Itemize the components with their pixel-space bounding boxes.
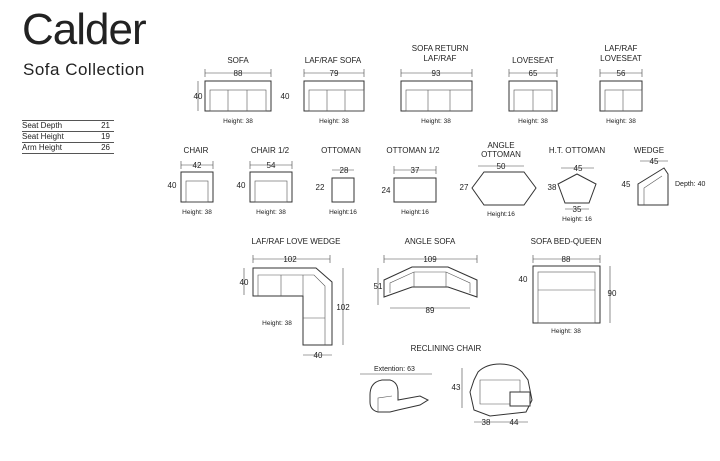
love-wedge-label: LAF/RAF LOVE WEDGE xyxy=(252,237,341,246)
wedge-label: WEDGE xyxy=(634,146,664,155)
ht-ottoman-depth: 38 xyxy=(548,183,557,192)
chair-width: 42 xyxy=(193,161,202,170)
chair-half-diagram: CHAIR 1/2 54 40 Height: 38 xyxy=(237,146,293,216)
angle-sofa-inner: 89 xyxy=(426,306,435,315)
loveseat-label: LOVESEAT xyxy=(512,56,554,65)
chair-half-depth: 40 xyxy=(237,181,246,190)
love-wedge-height: Height: 38 xyxy=(262,320,292,327)
recliner-height: 43 xyxy=(452,383,461,392)
recliner-extension: Extention: 63 xyxy=(374,366,415,373)
spec-row-seat-depth: Seat Depth 21 xyxy=(22,120,114,132)
ottoman-half-width: 37 xyxy=(411,166,420,175)
angle-ottoman-label2: OTTOMAN xyxy=(481,150,521,159)
angle-sofa-depth: 51 xyxy=(374,282,383,291)
laf-loveseat-width: 56 xyxy=(617,69,626,78)
chair-depth: 40 xyxy=(168,181,177,190)
angle-sofa-label: ANGLE SOFA xyxy=(405,237,456,246)
sofa-label: SOFA xyxy=(227,56,249,65)
laf-sofa-depth: 40 xyxy=(281,92,290,101)
ht-ottoman-label: H.T. OTTOMAN xyxy=(549,146,606,155)
ottoman-diagram: OTTOMAN 28 22 Height:16 xyxy=(316,146,362,216)
spec-value: 19 xyxy=(101,132,110,141)
sofa-return-diagram: SOFA RETURN LAF/RAF 93 Height: 38 xyxy=(400,44,473,125)
sofa-bed-label: SOFA BED-QUEEN xyxy=(531,237,602,246)
angle-sofa-width: 109 xyxy=(423,255,437,264)
chair-height: Height: 38 xyxy=(182,209,212,216)
angle-ottoman-height: Height:16 xyxy=(487,211,515,218)
spec-row-arm-height: Arm Height 26 xyxy=(22,143,114,154)
loveseat-height: Height: 38 xyxy=(518,118,548,125)
loveseat-width: 65 xyxy=(529,69,538,78)
chair-diagram: CHAIR 42 40 Height: 38 xyxy=(168,146,214,216)
collection-title: Calder xyxy=(22,5,147,54)
angle-ottoman-label: ANGLE xyxy=(487,141,514,150)
recliner-diagram: RECLINING CHAIR Extention: 63 43 38 44 xyxy=(360,344,533,427)
love-wedge-depth: 40 xyxy=(240,278,249,287)
spec-label: Seat Depth xyxy=(22,121,63,130)
collection-subtitle: Sofa Collection xyxy=(23,60,145,79)
spec-value: 21 xyxy=(101,121,110,130)
laf-loveseat-label2: LOVESEAT xyxy=(600,54,642,63)
sofa-height: Height: 38 xyxy=(223,118,253,125)
laf-loveseat-label: LAF/RAF xyxy=(605,44,638,53)
recliner-width: 38 xyxy=(482,418,491,427)
chair-half-label: CHAIR 1/2 xyxy=(251,146,290,155)
spec-label: Seat Height xyxy=(22,132,64,141)
angle-ottoman-diagram: ANGLE OTTOMAN 50 27 Height:16 xyxy=(460,141,537,218)
laf-sofa-diagram: LAF/RAF SOFA 79 40 Height: 38 xyxy=(281,56,365,125)
ht-ottoman-diagram: H.T. OTTOMAN 45 38 35 Height: 16 xyxy=(548,146,606,223)
sofa-bed-open: 90 xyxy=(608,289,617,298)
wedge-depth: 45 xyxy=(622,180,631,189)
recliner-label: RECLINING CHAIR xyxy=(411,344,482,353)
ottoman-half-height: Height:16 xyxy=(401,209,429,216)
ottoman-width: 28 xyxy=(340,166,349,175)
sofa-diagram: SOFA 88 40 Height: 38 xyxy=(194,56,272,125)
sofa-bed-depth: 40 xyxy=(519,275,528,284)
wedge-diagram: WEDGE 45 45 Depth: 40 xyxy=(622,146,705,206)
wedge-width: 45 xyxy=(650,157,659,166)
sofa-bed-width: 88 xyxy=(562,255,571,264)
chair-half-width: 54 xyxy=(267,161,276,170)
ottoman-height: Height:16 xyxy=(329,209,357,216)
spec-value: 26 xyxy=(101,143,110,152)
sofa-return-width: 93 xyxy=(432,69,441,78)
sofa-width: 88 xyxy=(234,69,243,78)
ottoman-half-label: OTTOMAN 1/2 xyxy=(386,146,440,155)
angle-ottoman-depth: 27 xyxy=(460,183,469,192)
ottoman-half-depth: 24 xyxy=(382,186,391,195)
spec-table: Seat Depth 21 Seat Height 19 Arm Height 26 xyxy=(22,120,114,154)
ottoman-half-diagram: OTTOMAN 1/2 37 24 Height:16 xyxy=(382,146,441,216)
sofa-depth: 40 xyxy=(194,92,203,101)
love-wedge-width: 102 xyxy=(283,255,297,264)
love-wedge-side: 102 xyxy=(336,303,350,312)
love-wedge-diagram: LAF/RAF LOVE WEDGE 102 40 102 40 Height:… xyxy=(240,237,351,360)
laf-loveseat-height: Height: 38 xyxy=(606,118,636,125)
laf-sofa-width: 79 xyxy=(330,69,339,78)
sofa-return-label: SOFA RETURN xyxy=(412,44,469,53)
chair-half-height: Height: 38 xyxy=(256,209,286,216)
angle-sofa-diagram: ANGLE SOFA 109 51 89 xyxy=(374,237,478,315)
ottoman-depth: 22 xyxy=(316,183,325,192)
loveseat-diagram: LOVESEAT 65 Height: 38 xyxy=(508,56,558,125)
chair-label: CHAIR xyxy=(184,146,209,155)
laf-loveseat-diagram: LAF/RAF LOVESEAT 56 Height: 38 xyxy=(599,44,643,125)
love-wedge-bottom: 40 xyxy=(314,351,323,360)
sofa-bed-height: Height: 38 xyxy=(551,328,581,335)
ottoman-label: OTTOMAN xyxy=(321,146,361,155)
spec-row-seat-height: Seat Height 19 xyxy=(22,132,114,143)
sofa-return-height: Height: 38 xyxy=(421,118,451,125)
recliner-depth: 44 xyxy=(510,418,519,427)
angle-ottoman-width: 50 xyxy=(497,162,506,171)
laf-sofa-height: Height: 38 xyxy=(319,118,349,125)
sofa-bed-diagram: SOFA BED-QUEEN 88 40 90 Height: 38 xyxy=(519,237,617,335)
laf-sofa-label: LAF/RAF SOFA xyxy=(305,56,362,65)
ht-ottoman-width2: 35 xyxy=(573,205,582,214)
sofa-return-label2: LAF/RAF xyxy=(424,54,457,63)
ht-ottoman-width: 45 xyxy=(574,164,583,173)
wedge-extra-depth: Depth: 40 xyxy=(675,181,705,188)
spec-label: Arm Height xyxy=(22,143,63,152)
ht-ottoman-height: Height: 16 xyxy=(562,216,592,223)
